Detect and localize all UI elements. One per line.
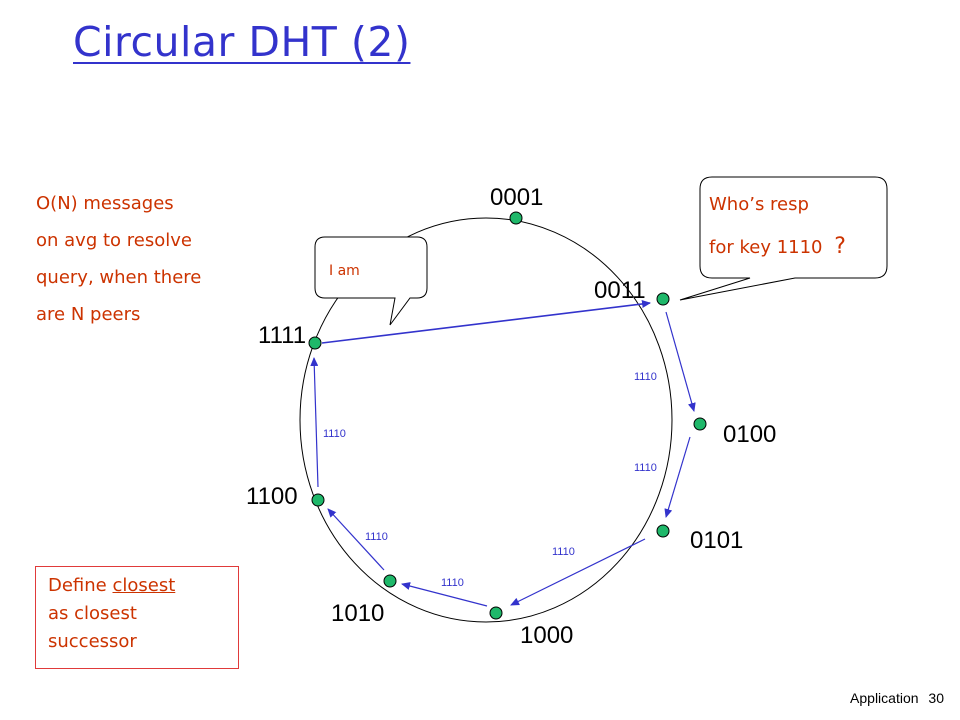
answer-callout: I am	[314, 236, 428, 326]
peer-node-0101: 0101	[656, 524, 743, 554]
query-callout: Who’s resp for key 1110 ?	[679, 176, 888, 301]
peer-dot	[489, 606, 503, 620]
hop-label: 1110	[634, 371, 657, 383]
definition-box: Define closest as closest successor	[35, 566, 239, 669]
page-number: 30	[928, 690, 944, 706]
hop-arrow	[665, 311, 696, 412]
query-callout-bubble	[679, 176, 888, 301]
peer-label: 0100	[723, 421, 776, 448]
peer-node-0001: 0001	[490, 184, 543, 225]
hop-arrow	[310, 357, 319, 488]
query-hop-0011-0100: 1110	[634, 311, 696, 412]
hop-label: 1110	[552, 546, 575, 558]
peer-dot	[383, 574, 397, 588]
peer-node-0100: 0100	[693, 417, 776, 448]
note-line-1: O(N) messages	[36, 193, 174, 214]
definition-prefix: Define	[48, 575, 113, 596]
peer-dot	[311, 493, 325, 507]
hop-arrow	[510, 538, 646, 606]
peer-node-1010: 1010	[331, 574, 397, 627]
slide-footer: Application 30	[850, 690, 944, 706]
definition-line-1: Define closest	[48, 572, 238, 600]
definition-line-2: as closest	[48, 603, 137, 624]
peer-label: 1000	[520, 622, 573, 649]
footer-label: Application	[850, 690, 919, 706]
query-callout-mark: ?	[834, 234, 846, 259]
definition-underlined-word: closest	[112, 575, 176, 596]
peer-node-1000: 1000	[489, 606, 573, 649]
query-callout-key: for key 1110	[709, 237, 823, 258]
answer-callout-text: I am	[329, 263, 360, 279]
peer-dot	[656, 292, 670, 306]
query-callout-line-1: Who’s resp	[709, 194, 809, 215]
peer-label: 0001	[490, 184, 543, 211]
response-arrow-1111-0011	[321, 299, 651, 344]
peer-label: 0011	[594, 277, 646, 304]
hop-arrow	[664, 436, 691, 518]
hop-arrow	[327, 508, 385, 571]
hop-label: 1110	[365, 531, 388, 543]
note-line-3: query, when there	[36, 267, 202, 288]
peer-dot	[509, 211, 523, 225]
answer-callout-bubble	[314, 236, 428, 326]
peer-node-0011: 0011	[594, 277, 670, 306]
peer-dot	[656, 524, 670, 538]
slide-title: Circular DHT (2)	[73, 18, 411, 66]
query-hop-1100-1111: 1110	[310, 357, 346, 488]
note-line-2: on avg to resolve	[36, 230, 192, 251]
hop-label: 1110	[323, 428, 346, 440]
ring	[299, 217, 673, 623]
hop-arrow	[401, 582, 488, 607]
peer-node-1111: 1111	[258, 322, 322, 350]
query-hop-0100-0101: 1110	[634, 436, 691, 518]
peer-node-1100: 1100	[246, 483, 325, 510]
hop-label: 1110	[634, 462, 657, 474]
hop-label: 1110	[441, 577, 464, 589]
note-line-4: are N peers	[36, 304, 141, 325]
query-hop-1010-1100: 1110	[327, 508, 388, 571]
peer-label: 0101	[690, 527, 743, 554]
peer-label: 1100	[246, 483, 298, 510]
query-callout-line-2: for key 1110 ?	[709, 234, 846, 259]
peer-label: 1111	[258, 322, 306, 349]
peer-dot	[693, 417, 707, 431]
peer-label: 1010	[331, 600, 384, 627]
query-hop-1000-1010: 1110	[401, 577, 488, 607]
definition-line-3: successor	[48, 631, 137, 652]
complexity-note: O(N) messages on avg to resolve query, w…	[36, 185, 201, 333]
query-hop-0101-1000: 1110	[510, 538, 646, 606]
peer-dot	[308, 336, 322, 350]
